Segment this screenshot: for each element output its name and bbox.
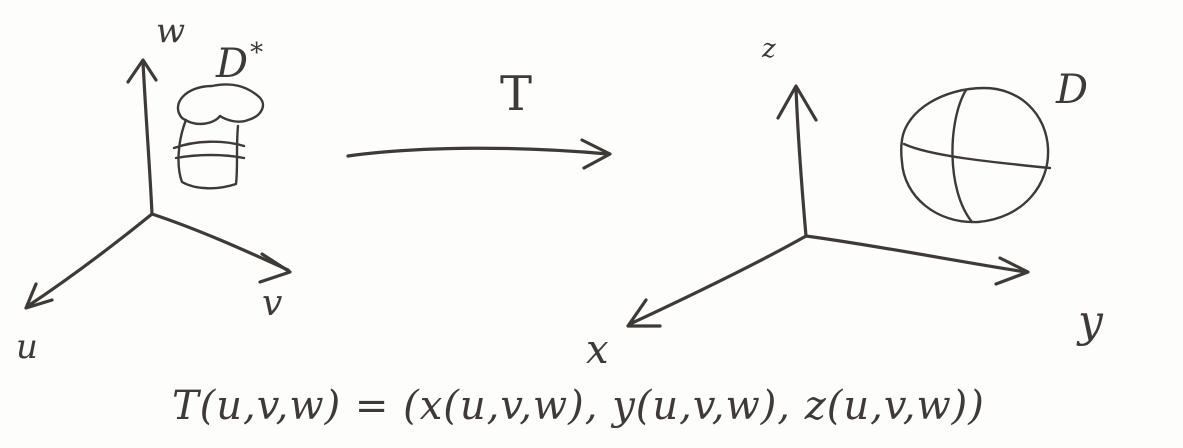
u-axis [26,212,154,308]
star-superscript: * [250,38,264,68]
region-d-star-top [176,83,265,126]
sphere-outline [900,86,1050,224]
y-axis [804,234,1028,274]
x-axis [628,234,808,326]
map-arrow-head [580,138,612,170]
sphere-equator [902,142,1052,170]
region-d-star-band-1 [172,140,246,150]
map-arrow [346,138,612,170]
sphere-meridian [951,88,974,224]
u-axis-arrowhead [24,282,54,310]
v-axis-arrowhead [258,252,292,284]
region-d-star-band-2 [174,153,246,160]
x-axis-label: x [586,327,609,373]
xyz-axes [626,84,1030,328]
map-label: T [500,66,533,122]
z-axis-label: z [762,34,776,64]
map-arrow-shaft [346,146,610,158]
v-axis-label: v [262,283,283,324]
region-d-star-label: D* [216,38,264,87]
w-axis-label: w [156,11,186,51]
uvw-axes [24,58,292,310]
region-d-label: D [1056,67,1089,113]
y-axis-arrowhead [994,256,1030,286]
region-d-star-shape [172,83,265,190]
region-d-sphere [900,86,1052,224]
y-axis-label: y [1078,296,1103,347]
w-axis [141,60,154,216]
v-axis [150,212,290,272]
w-axis-arrowhead [126,58,158,84]
z-axis-arrowhead [776,84,818,122]
transformation-formula: T(u,v,w) = (x(u,v,w), y(u,v,w), z(u,v,w)… [172,383,985,429]
u-axis-label: u [16,327,38,367]
z-axis [794,86,808,238]
x-axis-arrowhead [626,298,662,328]
